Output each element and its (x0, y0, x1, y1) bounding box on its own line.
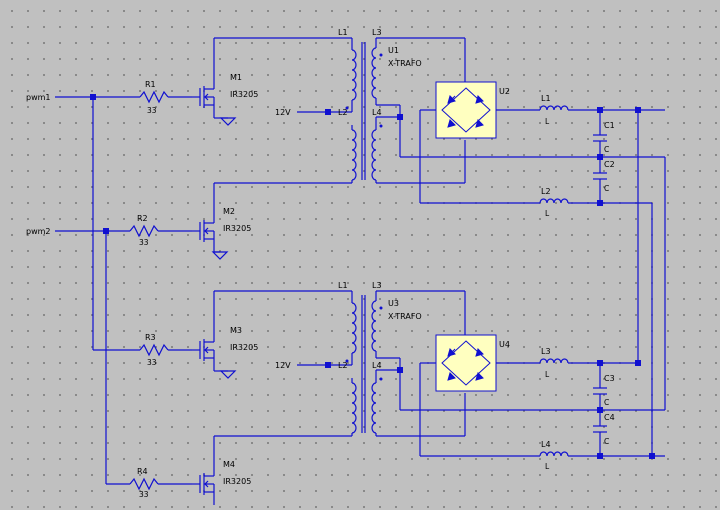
coil-l4-top (371, 129, 377, 181)
t1-type: X-TRAFO (388, 59, 422, 68)
r4-value: 33 (139, 490, 149, 499)
l3-value: L (545, 370, 550, 379)
t2-type: X-TRAFO (388, 312, 422, 321)
port-label-pwm2: pwm2 (26, 227, 51, 236)
coil-l3-bottom (371, 300, 377, 352)
m2-part: IR3205 (223, 224, 251, 233)
port-label-pwm1: pwm1 (26, 93, 51, 102)
r1-ref: R1 (145, 80, 156, 89)
c1-ref: C1 (604, 121, 615, 130)
c4-value: C (604, 437, 609, 446)
t1-ref: U1 (388, 46, 399, 55)
ground-icon (220, 370, 236, 379)
bridge-rectifier-u4 (435, 334, 497, 392)
capacitor-c3 (592, 387, 608, 395)
c3-ref: C3 (604, 374, 615, 383)
r3-ref: R3 (145, 333, 156, 342)
t2-l4: L4 (372, 361, 382, 370)
u4-ref: U4 (499, 340, 510, 349)
resistor-r3 (139, 344, 169, 356)
coil-l4-bottom (371, 382, 377, 434)
r1-value: 33 (147, 106, 157, 115)
u2-ref: U2 (499, 87, 510, 96)
l1-value: L (545, 117, 550, 126)
inductor-l4 (539, 451, 569, 457)
t2-l2: L2 (338, 361, 348, 370)
m1-part: IR3205 (230, 90, 258, 99)
mosfet-m4 (191, 472, 215, 496)
m1-ref: M1 (230, 73, 242, 82)
c4-ref: C4 (604, 413, 615, 422)
ground-icon (220, 117, 236, 126)
inductor-l2 (539, 198, 569, 204)
c3-value: C (604, 398, 609, 407)
mosfet-m1 (191, 85, 215, 109)
m3-part: IR3205 (230, 343, 258, 352)
resistor-r1 (139, 91, 169, 103)
m4-ref: M4 (223, 460, 235, 469)
resistor-r2 (129, 225, 159, 237)
capacitor-c1 (592, 134, 608, 142)
m2-ref: M2 (223, 207, 235, 216)
l1-ref: L1 (541, 94, 551, 103)
r2-value: 33 (139, 238, 149, 247)
capacitor-c4 (592, 425, 608, 433)
ground-icon (212, 251, 228, 260)
l4-value: L (545, 462, 550, 471)
t1-l1: L1 (338, 28, 348, 37)
capacitor-c2 (592, 172, 608, 180)
t2-l3: L3 (372, 281, 382, 290)
c2-ref: C2 (604, 160, 615, 169)
t1-l4: L4 (372, 108, 382, 117)
c2-value: C (604, 184, 609, 193)
t1-l3: L3 (372, 28, 382, 37)
r4-ref: R4 (137, 467, 148, 476)
l2-ref: L2 (541, 187, 551, 196)
t2-ref: U3 (388, 299, 399, 308)
r2-ref: R2 (137, 214, 148, 223)
l2-value: L (545, 209, 550, 218)
bridge-rectifier-u2 (435, 81, 497, 139)
m3-ref: M3 (230, 326, 242, 335)
l4-ref: L4 (541, 440, 551, 449)
c1-value: C (604, 145, 609, 154)
inductor-l1 (539, 105, 569, 111)
t2-l1: L1 (338, 281, 348, 290)
l3-ref: L3 (541, 347, 551, 356)
t1-l2: L2 (338, 108, 348, 117)
mosfet-m3 (191, 338, 215, 362)
coil-l1-top (351, 49, 357, 101)
supply-label-bottom: 12V (275, 361, 291, 370)
coil-l3-top (371, 47, 377, 99)
resistor-r4 (129, 478, 159, 490)
coil-l1-bottom (351, 302, 357, 354)
mosfet-m2 (191, 219, 215, 243)
m4-part: IR3205 (223, 477, 251, 486)
inductor-l3 (539, 358, 569, 364)
coil-l2-bottom (351, 382, 357, 434)
r3-value: 33 (147, 358, 157, 367)
supply-label-top: 12V (275, 108, 291, 117)
coil-l2-top (351, 129, 357, 181)
